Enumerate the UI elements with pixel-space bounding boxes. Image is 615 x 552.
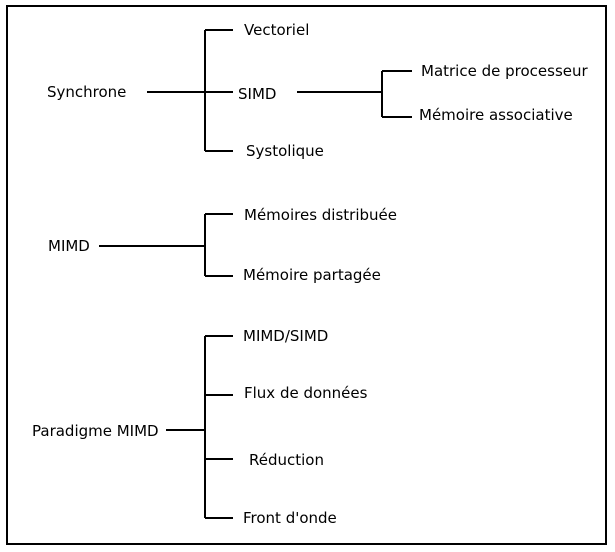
diagram-frame [6, 5, 607, 545]
node-systolique: Systolique [246, 142, 324, 160]
node-memoires-distribuee: Mémoires distribuée [244, 206, 397, 224]
node-vectoriel: Vectoriel [244, 21, 310, 39]
node-matrice-de-processeur: Matrice de processeur [421, 62, 588, 80]
node-memoire-associative: Mémoire associative [419, 106, 573, 124]
node-memoire-partagee: Mémoire partagée [243, 266, 381, 284]
node-front-d-onde: Front d'onde [243, 509, 337, 527]
node-flux-de-donnees: Flux de données [244, 384, 368, 402]
node-mimd-simd: MIMD/SIMD [243, 327, 329, 345]
node-simd: SIMD [238, 85, 277, 103]
node-paradigme-mimd: Paradigme MIMD [32, 422, 159, 440]
node-mimd: MIMD [48, 237, 90, 255]
node-reduction: Réduction [249, 451, 324, 469]
node-synchrone: Synchrone [47, 83, 127, 101]
